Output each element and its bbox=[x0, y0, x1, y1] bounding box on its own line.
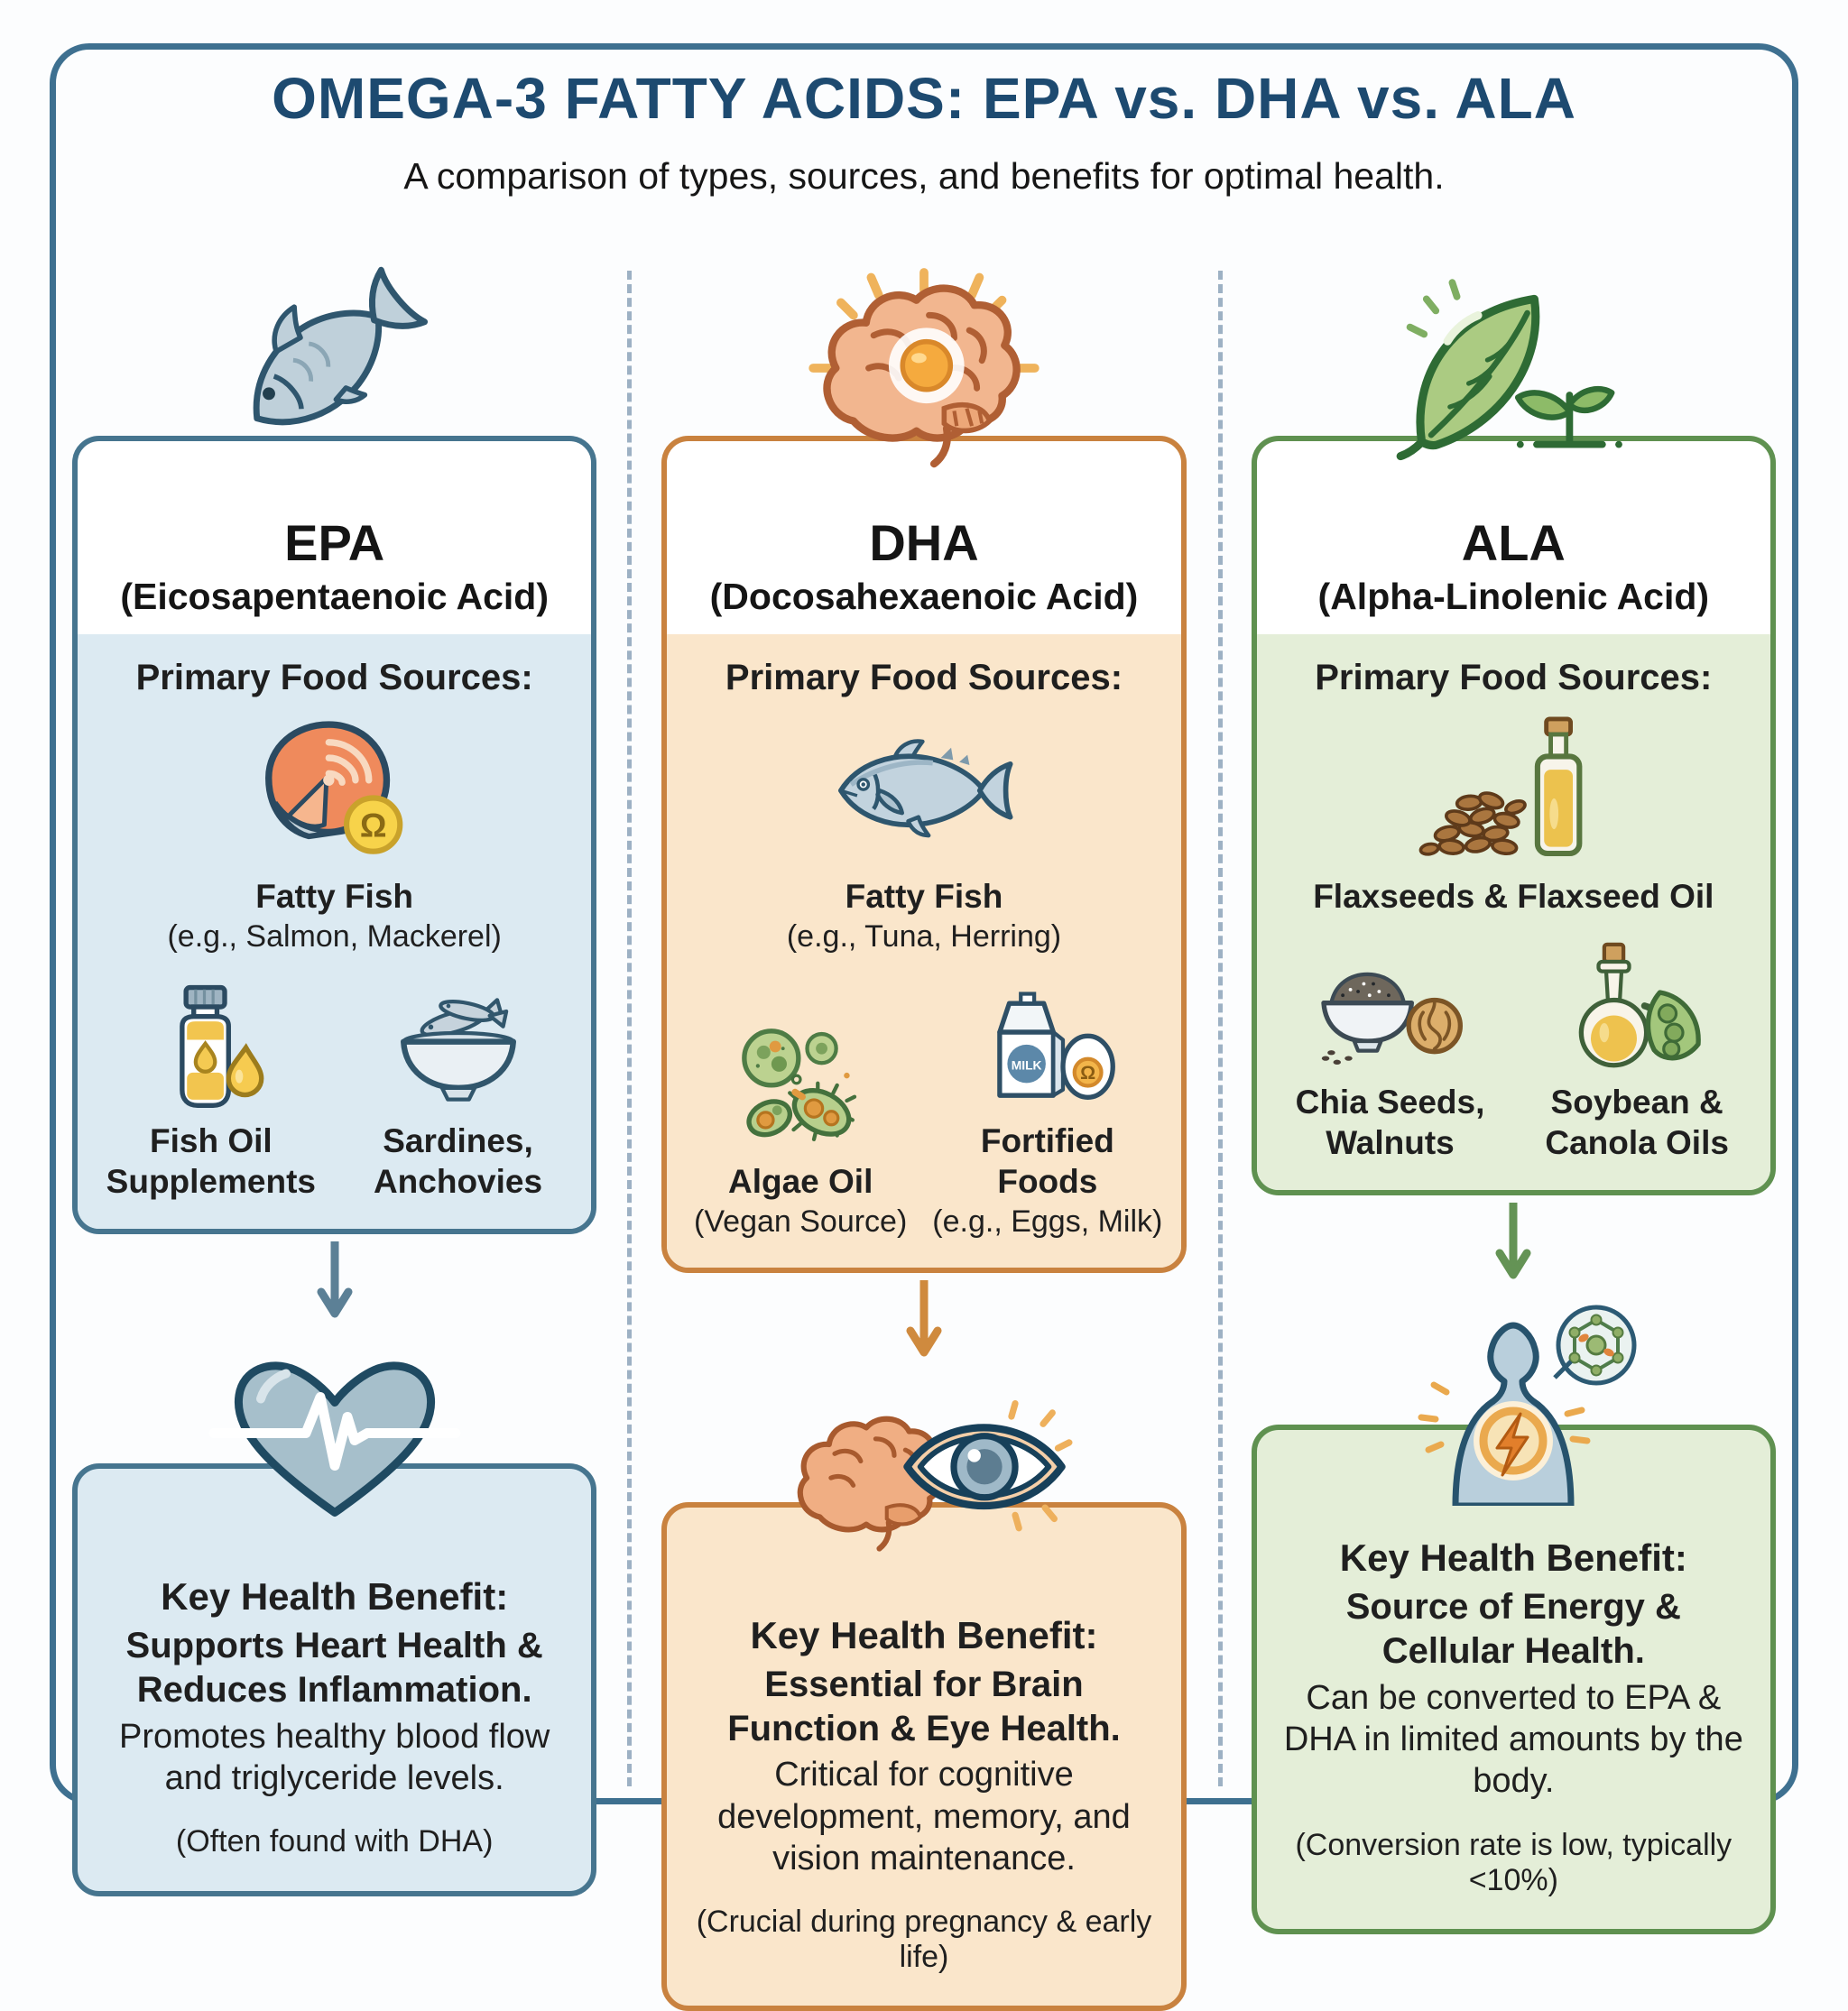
source-label: Sardines, Anchovies bbox=[373, 1122, 543, 1200]
benefit-detail: Critical for cognitive development, memo… bbox=[717, 1756, 1131, 1878]
milk-label: MILK bbox=[1012, 1057, 1042, 1072]
benefit-highlight: Supports Heart Health & Reduces Inflamma… bbox=[125, 1625, 543, 1710]
source-item-algae-oil: Algae Oil (Vegan Source) bbox=[685, 1019, 916, 1241]
column-full-name: (Eicosapentaenoic Acid) bbox=[120, 576, 549, 617]
dha-sources-body: Primary Food Sources: bbox=[667, 634, 1181, 1268]
source-label: Fortified Foods bbox=[980, 1122, 1114, 1200]
algae-icon bbox=[733, 1019, 868, 1155]
brain-eye-icon bbox=[775, 1376, 1073, 1588]
column-divider bbox=[1218, 271, 1223, 1786]
body-energy-icon bbox=[1378, 1298, 1649, 1510]
sources-heading: Primary Food Sources: bbox=[725, 658, 1123, 697]
ala-sources-box: ALA (Alpha-Linolenic Acid) Primary Food … bbox=[1251, 436, 1776, 1196]
benefit-highlight: Essential for Brain Function & Eye Healt… bbox=[727, 1664, 1121, 1748]
page-subtitle: A comparison of types, sources, and bene… bbox=[403, 155, 1445, 197]
down-arrow-icon bbox=[1495, 1203, 1531, 1293]
dha-sources-box: DHA (Docosahexaenoic Acid) Primary Food … bbox=[661, 436, 1187, 1273]
epa-sources-body: Primary Food Sources: Ω Fatty bbox=[78, 634, 592, 1229]
column-full-name: (Alpha-Linolenic Acid) bbox=[1317, 576, 1710, 617]
heart-ecg-icon bbox=[208, 1337, 461, 1549]
source-item-flaxseeds: Primary Food Sources: bbox=[1275, 658, 1752, 917]
benefit-highlight: Source of Energy & Cellular Health. bbox=[1345, 1587, 1681, 1671]
soybean-canola-icon bbox=[1560, 940, 1714, 1075]
sources-heading: Primary Food Sources: bbox=[1315, 658, 1713, 697]
fish-oil-bottle-icon bbox=[143, 979, 279, 1114]
source-label: Algae Oil bbox=[727, 1162, 873, 1200]
column-abbr: EPA bbox=[284, 514, 385, 571]
benefit-detail: Can be converted to EPA & DHA in limited… bbox=[1283, 1678, 1743, 1801]
column-full-name: (Docosahexaenoic Acid) bbox=[709, 576, 1139, 617]
infographic-page: { "page": { "title": "OMEGA-3 FATTY ACID… bbox=[50, 43, 1798, 2011]
source-label: Flaxseeds & Flaxseed Oil bbox=[1313, 878, 1714, 915]
epa-header: EPA (Eicosapentaenoic Acid) bbox=[78, 441, 591, 634]
source-item-fatty-fish: Ω Fatty Fish (e.g., Salmon, Mackerel) bbox=[96, 707, 573, 955]
benefit-note: (Often found with DHA) bbox=[175, 1824, 494, 1859]
ala-sources-body: Primary Food Sources: bbox=[1256, 634, 1770, 1191]
benefit-detail: Promotes healthy blood flow and triglyce… bbox=[118, 1717, 550, 1797]
column-abbr: ALA bbox=[1461, 514, 1566, 571]
columns-container: EPA (Eicosapentaenoic Acid) Primary Food… bbox=[72, 260, 1776, 2011]
omega-symbol: Ω bbox=[360, 807, 387, 844]
salmon-steak-icon: Ω bbox=[251, 707, 418, 870]
epa-benefit-box: Key Health Benefit: Supports Heart Healt… bbox=[72, 1462, 597, 1896]
down-arrow-icon bbox=[906, 1279, 942, 1370]
ala-sources-row: Chia Seeds, Walnuts bbox=[1275, 940, 1752, 1163]
source-label: Soybean & Canola Oils bbox=[1545, 1084, 1729, 1161]
source-sublabel: (Vegan Source) bbox=[694, 1204, 908, 1239]
source-sublabel: (e.g., Eggs, Milk) bbox=[932, 1204, 1163, 1239]
page-title: OMEGA-3 FATTY ACIDS: EPA vs. DHA vs. ALA bbox=[272, 66, 1576, 131]
milk-egg-icon: MILK Ω bbox=[971, 979, 1124, 1114]
leaf-sprout-icon bbox=[1396, 260, 1631, 485]
source-label: Fatty Fish bbox=[845, 878, 1003, 915]
source-item-sardines: Sardines, Anchovies bbox=[343, 979, 574, 1202]
column-dha: DHA (Docosahexaenoic Acid) Primary Food … bbox=[661, 260, 1187, 2011]
source-item-fortified-foods: MILK Ω Fortified Foods (e.g., Eggs, Milk… bbox=[932, 979, 1163, 1241]
source-item-fatty-fish: Fatty Fish (e.g., Tuna, Herring) bbox=[685, 707, 1162, 955]
source-item-fish-oil: Fish Oil Supplements bbox=[96, 979, 327, 1202]
source-label: Fish Oil Supplements bbox=[106, 1122, 316, 1200]
fish-icon bbox=[222, 260, 448, 485]
sources-heading: Primary Food Sources: bbox=[135, 658, 533, 697]
source-label: Fatty Fish bbox=[255, 878, 414, 915]
epa-sources-row: Fish Oil Supplements bbox=[96, 979, 573, 1202]
source-label: Chia Seeds, Walnuts bbox=[1295, 1084, 1485, 1161]
benefit-note: (Crucial during pregnancy & early life) bbox=[696, 1905, 1152, 1975]
down-arrow-icon bbox=[317, 1241, 353, 1332]
column-abbr: DHA bbox=[869, 514, 979, 571]
chia-walnut-icon bbox=[1308, 940, 1471, 1075]
column-divider bbox=[627, 271, 632, 1786]
source-item-chia-walnuts: Chia Seeds, Walnuts bbox=[1275, 940, 1506, 1163]
ala-header: ALA (Alpha-Linolenic Acid) bbox=[1257, 441, 1770, 634]
benefit-heading: Key Health Benefit: bbox=[750, 1613, 1098, 1656]
dha-sources-row: Algae Oil (Vegan Source) MILK bbox=[685, 979, 1162, 1241]
dha-header: DHA (Docosahexaenoic Acid) bbox=[667, 441, 1180, 634]
flaxseeds-oil-icon bbox=[1414, 707, 1612, 870]
benefit-note: (Conversion rate is low, typically <10%) bbox=[1295, 1827, 1732, 1897]
source-sublabel: (e.g., Tuna, Herring) bbox=[786, 919, 1062, 955]
sardines-bowl-icon bbox=[386, 979, 531, 1114]
source-sublabel: (e.g., Salmon, Mackerel) bbox=[167, 919, 502, 955]
source-item-soybean-canola: Soybean & Canola Oils bbox=[1521, 940, 1752, 1163]
brain-icon bbox=[798, 260, 1050, 485]
column-ala: ALA (Alpha-Linolenic Acid) Primary Food … bbox=[1251, 260, 1776, 2011]
benefit-heading: Key Health Benefit: bbox=[161, 1574, 509, 1618]
tuna-fish-icon bbox=[827, 707, 1021, 870]
epa-sources-box: EPA (Eicosapentaenoic Acid) Primary Food… bbox=[72, 436, 597, 1234]
omega-symbol: Ω bbox=[1080, 1062, 1095, 1084]
benefit-heading: Key Health Benefit: bbox=[1339, 1536, 1687, 1580]
column-epa: EPA (Eicosapentaenoic Acid) Primary Food… bbox=[72, 260, 597, 2011]
